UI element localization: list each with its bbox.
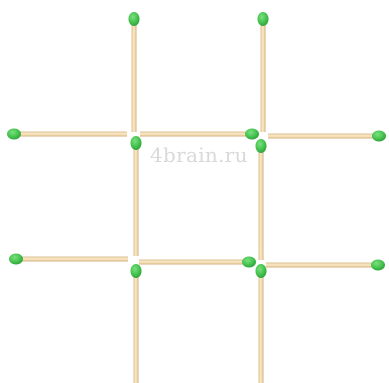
match-stick	[139, 260, 250, 265]
match-upper-middle-horizontal[interactable]	[140, 129, 259, 140]
match-head	[256, 264, 267, 278]
match-stick	[140, 132, 253, 137]
match-lower-middle-horizontal[interactable]	[139, 257, 256, 268]
match-head	[258, 12, 269, 26]
match-head	[131, 136, 142, 150]
match-middle-right-vertical[interactable]	[256, 139, 267, 260]
match-upper-left-horizontal[interactable]	[7, 129, 127, 140]
match-stick	[134, 270, 139, 383]
match-lower-left-horizontal[interactable]	[9, 254, 128, 265]
match-stick	[134, 142, 139, 256]
match-head	[372, 131, 386, 142]
match-bottom-left-vertical[interactable]	[131, 264, 142, 383]
match-top-right-vertical[interactable]	[258, 12, 269, 132]
match-stick	[259, 270, 264, 383]
match-head	[256, 139, 267, 153]
match-top-left-vertical[interactable]	[129, 12, 140, 132]
match-head	[7, 129, 21, 140]
match-stick	[132, 18, 137, 132]
match-head	[371, 260, 385, 271]
watermark-text: 4brain.ru	[150, 143, 248, 167]
match-stick	[15, 257, 128, 262]
match-head	[242, 257, 256, 268]
match-middle-left-vertical[interactable]	[131, 136, 142, 256]
match-upper-right-horizontal[interactable]	[268, 131, 386, 142]
match-stick	[268, 134, 380, 139]
match-bottom-right-vertical[interactable]	[256, 264, 267, 383]
match-head	[129, 12, 140, 26]
match-stick	[259, 145, 264, 260]
match-head	[131, 264, 142, 278]
match-stick	[13, 132, 127, 137]
match-stick	[266, 263, 379, 268]
match-head	[9, 254, 23, 265]
match-head	[245, 129, 259, 140]
match-stick	[261, 18, 266, 132]
match-lower-right-horizontal[interactable]	[266, 260, 385, 271]
